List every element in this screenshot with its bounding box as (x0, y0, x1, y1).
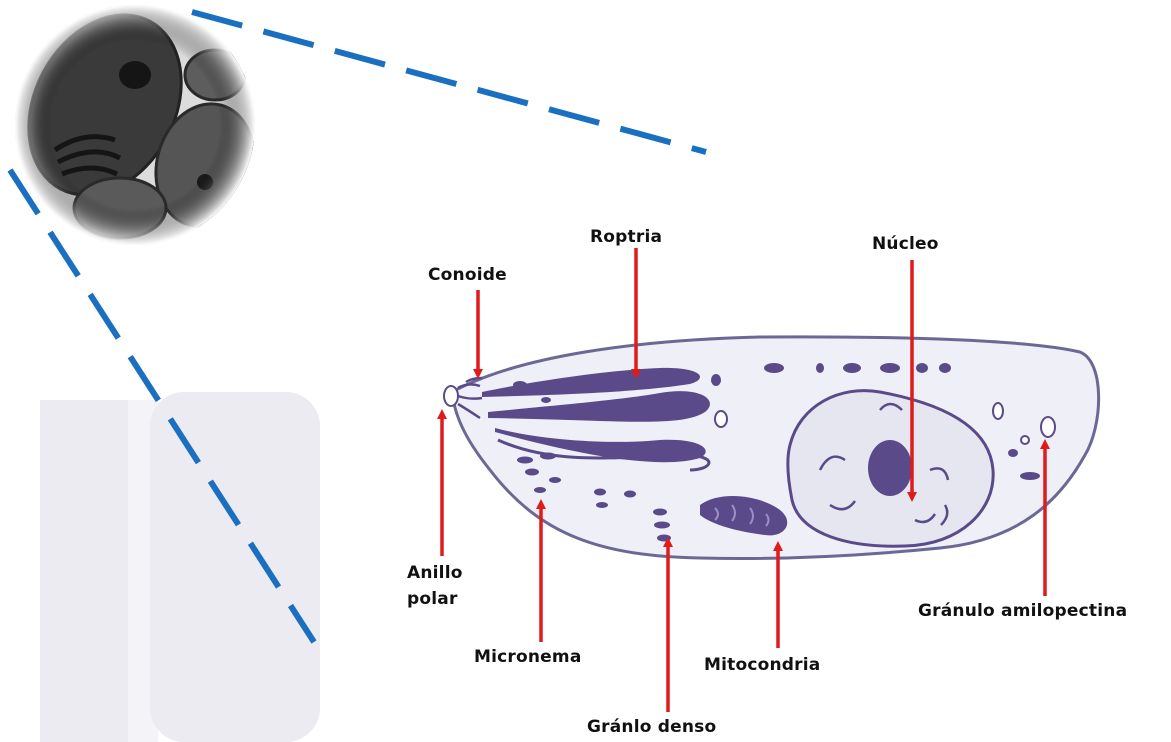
dense-body (916, 363, 928, 373)
label-granulo-amilopectina: Gránulo amilopectina (918, 600, 1127, 622)
dense-body (939, 363, 951, 373)
dense-granule (596, 502, 608, 508)
nucleolus (868, 440, 912, 496)
label-anillo-polar-line1: Anillo (407, 562, 463, 584)
label-conoide: Conoide (428, 264, 507, 286)
label-roptria: Roptria (590, 226, 662, 248)
dense-granule (654, 522, 670, 529)
dense-body (711, 374, 721, 386)
label-micronema: Micronema (474, 646, 582, 668)
label-nucleo: Núcleo (872, 233, 939, 255)
cell-micrograph-image (0, 0, 267, 250)
dense-body (816, 363, 824, 373)
microneme (525, 469, 539, 476)
dense-body (764, 363, 784, 373)
vesicle (993, 403, 1003, 419)
vesicle (715, 411, 727, 427)
microneme (513, 381, 527, 389)
dense-granule (594, 489, 606, 496)
vesicle (1021, 436, 1029, 444)
dense-body (1008, 449, 1018, 457)
dense-body (1020, 472, 1040, 480)
zoom-line-top (192, 12, 706, 152)
label-anillo-polar-line2: polar (407, 588, 458, 610)
dense-granule (624, 491, 636, 498)
dense-granule (657, 535, 671, 542)
microneme (540, 453, 556, 460)
microneme (534, 487, 546, 493)
label-granulo-denso: Gránlo denso (587, 716, 716, 738)
microneme (541, 397, 551, 403)
dense-granule (653, 509, 667, 516)
microneme (549, 477, 561, 483)
amylopectin-granule (1041, 417, 1055, 437)
polar-ring (444, 386, 458, 406)
microneme (517, 457, 533, 464)
dense-body (880, 363, 900, 373)
dense-body (843, 363, 861, 373)
label-mitocondria: Mitocondria (704, 654, 820, 676)
